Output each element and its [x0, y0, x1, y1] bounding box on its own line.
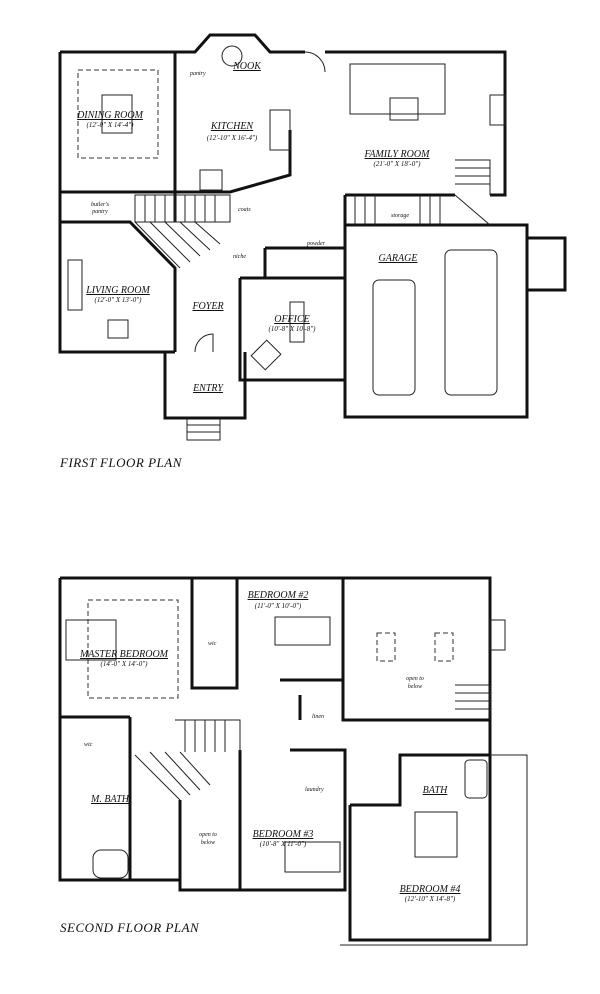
bedroom4-dims: (12'-10" X 14'-8") — [405, 895, 456, 903]
first-floor-plan: DINING ROOM (12'-0" X 14'-4") KITCHEN (1… — [58, 33, 567, 470]
powder-walls — [263, 246, 345, 278]
linen-label: linen — [312, 714, 324, 720]
car-2 — [444, 249, 498, 396]
powder-label: powder — [306, 241, 326, 247]
living-room-dims: (12'-0" X 13'-0") — [95, 296, 143, 304]
first-floor-title: FIRST FLOOR PLAN — [59, 455, 183, 470]
bedroom3-dims: (10'-8" X 11'-0") — [260, 840, 307, 848]
office-dims: (10'-8" X 10'-8") — [269, 325, 317, 333]
office-label: OFFICE — [274, 314, 310, 325]
bath-label: BATH — [423, 785, 448, 796]
garage-stair — [354, 194, 491, 226]
storage-label: storage — [391, 213, 409, 219]
master-wic-label: wic — [208, 641, 217, 647]
foyer-label: FOYER — [191, 301, 223, 312]
bedroom3-label: BEDROOM #3 — [253, 829, 314, 840]
nook-door — [304, 51, 326, 73]
closet-walls — [280, 678, 343, 720]
main-stair-winders — [134, 221, 221, 269]
master-bath-label: M. BATH — [90, 794, 130, 805]
pantry-label: pantry — [189, 71, 206, 77]
bedroom4-label: BEDROOM #4 — [400, 884, 461, 895]
second-floor-title: SECOND FLOOR PLAN — [60, 920, 200, 935]
laundry-label: laundry — [305, 787, 324, 793]
entry-steps — [186, 418, 221, 441]
nook-table — [221, 45, 243, 67]
living-chair — [107, 319, 129, 339]
open-below-window-1 — [376, 632, 396, 662]
dining-rug — [77, 69, 159, 159]
car-1 — [372, 279, 416, 396]
garage-bump-walls — [527, 236, 567, 292]
butlers-pantry-label-1: butler's — [91, 202, 110, 208]
bedroom2-label: BEDROOM #2 — [248, 590, 309, 601]
open-below-window-2 — [434, 632, 454, 662]
family-room-dims: (21'-0" X 18'-0") — [374, 160, 422, 168]
upper-stair-winders — [134, 751, 211, 801]
kitchen-dims: (12'-10" X 16'-4") — [207, 134, 258, 142]
open-below-label-1a: open to — [406, 676, 424, 682]
chimney — [489, 619, 506, 651]
master-bedroom-dims: (14'-0" X 14'-0") — [101, 660, 149, 668]
entry-label: ENTRY — [192, 383, 224, 394]
family-room-label: FAMILY ROOM — [364, 149, 431, 160]
kitchen-label: KITCHEN — [210, 121, 255, 132]
second-floor-exterior-walls — [58, 576, 492, 882]
upper-walls — [190, 578, 490, 722]
bedroom4-bed — [414, 811, 458, 858]
dining-room-label: DINING ROOM — [76, 110, 143, 121]
bedroom3-bed — [284, 841, 341, 873]
bedroom2-bed — [274, 616, 331, 646]
cooktop — [199, 169, 223, 191]
office-garage-walls — [238, 223, 529, 419]
second-floor-plan: MASTER BEDROOM (14'-0" X 14'-0") BEDROOM… — [58, 576, 528, 946]
kitchen-sink-counter — [269, 109, 291, 151]
mbath-walls — [60, 715, 242, 892]
bath-wic-label: wic — [84, 742, 93, 748]
niche-label: niche — [233, 254, 246, 260]
fireplace — [489, 94, 506, 126]
master-rug — [87, 599, 179, 699]
nook-label: NOOK — [232, 61, 262, 72]
kitchen-walls — [173, 52, 292, 194]
open-below-label-2b: below — [201, 840, 215, 846]
family-coffee-table — [389, 97, 419, 121]
butlers-pantry-label-2: pantry — [91, 209, 108, 215]
dining-table — [101, 94, 133, 134]
open-below-label-1b: below — [408, 684, 422, 690]
open-stair — [455, 684, 491, 720]
office-chair — [250, 339, 282, 371]
family-sectional — [349, 63, 446, 115]
coats-label: coats — [238, 207, 251, 213]
front-door — [194, 333, 214, 353]
upper-stair — [175, 719, 241, 752]
bedroom3-walls — [238, 748, 347, 892]
dining-room-dims: (12'-0" X 14'-4") — [87, 121, 135, 129]
bedroom4-bath-walls — [348, 753, 492, 942]
master-bedroom-label: MASTER BEDROOM — [79, 649, 169, 660]
bath-tub — [464, 759, 488, 799]
garage-label: GARAGE — [379, 253, 418, 264]
main-stair — [134, 194, 231, 223]
porch-roof-outline — [340, 754, 528, 946]
bedroom2-dims: (11'-0" X 10'-0") — [255, 602, 302, 610]
entry-porch-walls — [163, 352, 247, 420]
family-stair — [455, 159, 491, 195]
master-tub — [92, 849, 129, 879]
office-desk — [289, 301, 305, 343]
living-sofa — [67, 259, 83, 311]
open-below-label-2a: open to — [199, 832, 217, 838]
master-bed — [65, 619, 117, 661]
living-room-label: LIVING ROOM — [85, 285, 150, 296]
